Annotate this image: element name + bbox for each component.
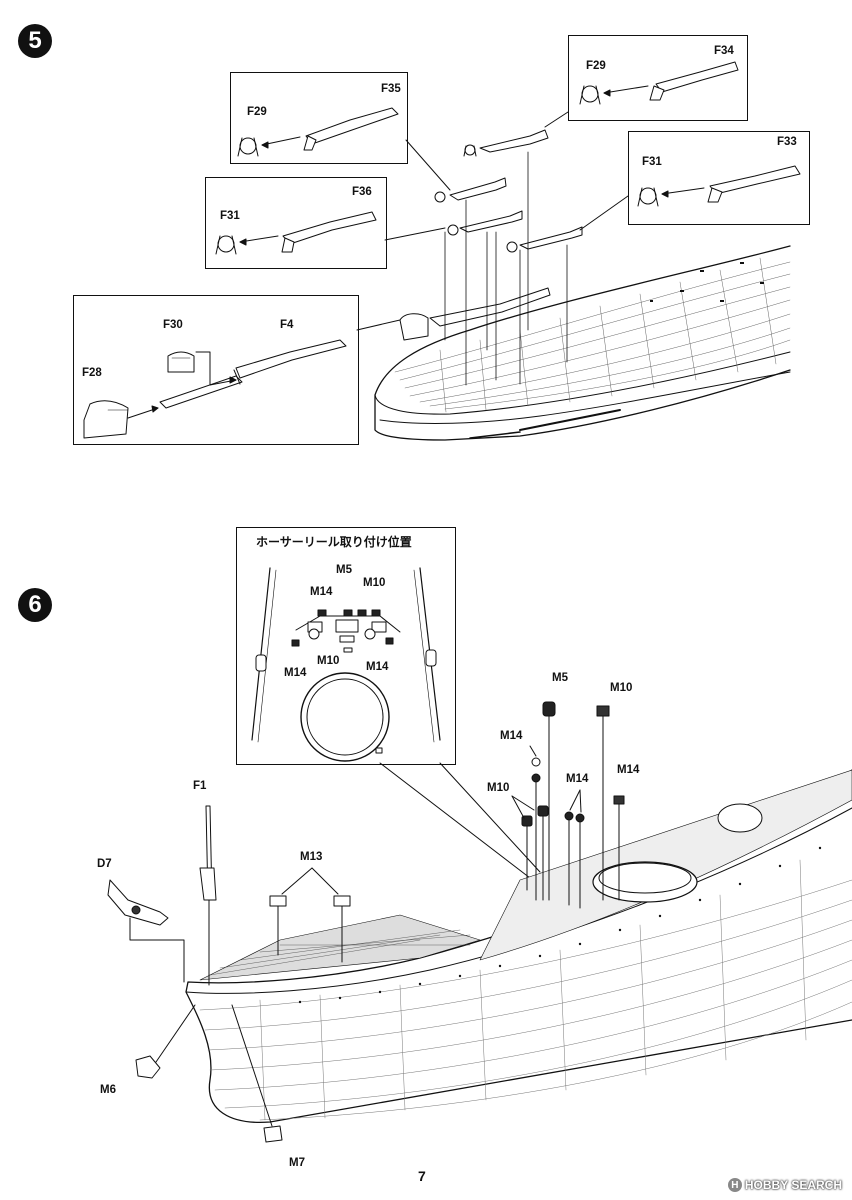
label-f36-f31: F31	[220, 210, 240, 222]
label-f33: F33	[777, 136, 797, 148]
step6-bow-hull	[185, 769, 852, 1124]
label-m14-far: M14	[617, 764, 640, 776]
inset-f33-drawing	[637, 165, 801, 207]
watermark: H HOBBY SEARCH	[727, 1178, 842, 1192]
label-f28: F28	[82, 367, 102, 379]
inset-label-m5: M5	[336, 564, 352, 576]
inset-label-m14-left: M14	[284, 667, 307, 679]
inset-label-m14-top: M14	[310, 586, 333, 598]
inset-label-m10-bottom: M10	[317, 655, 340, 667]
label-f4: F4	[280, 319, 294, 331]
label-m14-right: M14	[566, 773, 589, 785]
label-m10-mid: M10	[487, 782, 510, 794]
step5-paravanes	[356, 111, 629, 386]
inset-f36-drawing	[215, 211, 377, 255]
inset-f35-drawing	[237, 107, 399, 157]
watermark-logo-icon: H	[727, 1178, 742, 1192]
step5-bow-hull	[374, 245, 791, 441]
label-m13: M13	[300, 851, 323, 863]
label-m14-mid: M14	[500, 730, 523, 742]
watermark-text: HOBBY SEARCH	[744, 1178, 842, 1192]
inset-f34-drawing	[579, 61, 739, 105]
inset-hawser-reel-drawing	[251, 567, 541, 879]
label-f33-f31: F31	[642, 156, 662, 168]
label-m6: M6	[100, 1084, 116, 1096]
label-f36: F36	[352, 186, 372, 198]
label-f34-f29: F29	[586, 60, 606, 72]
inset-f34	[568, 35, 748, 121]
inset-label-m10-top: M10	[363, 577, 386, 589]
inset-f4-drawing	[83, 339, 347, 439]
label-f1: F1	[193, 780, 207, 792]
label-m5: M5	[552, 672, 568, 684]
page-number: 7	[418, 1168, 426, 1184]
label-m10-top: M10	[610, 682, 633, 694]
label-f35-f29: F29	[247, 106, 267, 118]
step-5-badge: 5	[18, 24, 52, 58]
label-f35: F35	[381, 83, 401, 95]
inset-hawser-reel	[236, 527, 456, 765]
step6-parts	[107, 701, 625, 1143]
label-d7: D7	[97, 858, 112, 870]
inset-hawser-reel-title: ホーサーリール取り付け位置	[256, 535, 412, 549]
label-m7: M7	[289, 1157, 305, 1169]
label-f34: F34	[714, 45, 734, 57]
step-6-badge: 6	[18, 588, 52, 622]
label-f30: F30	[163, 319, 183, 331]
inset-label-m14-right: M14	[366, 661, 389, 673]
